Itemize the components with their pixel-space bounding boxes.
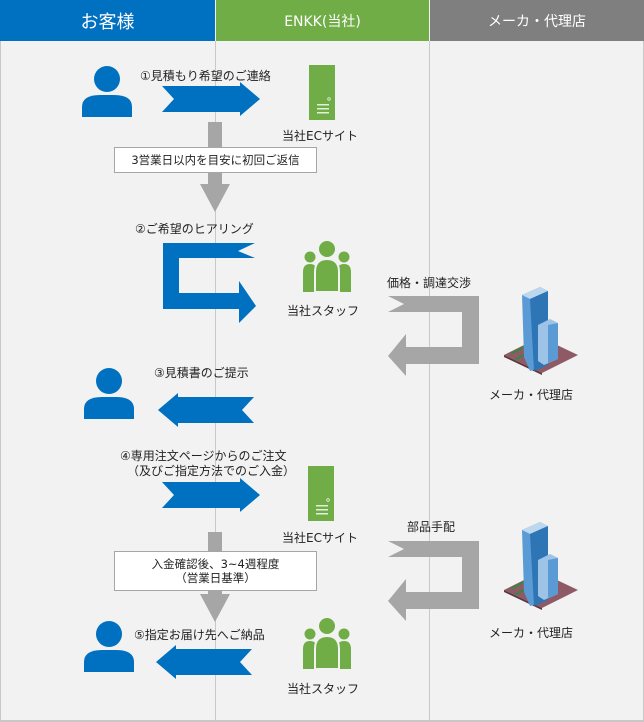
- note-delivery-time: 入金確認後、3~4週程度 （営業日基準）: [114, 551, 317, 591]
- lane-header-maker: メーカ・代理店: [430, 0, 644, 41]
- lane-divider: [429, 41, 430, 722]
- bottom-border: [0, 720, 644, 722]
- lane-header-company: ENKK(当社): [216, 0, 429, 41]
- arrow-right-icon: [162, 478, 260, 512]
- group-icon: [303, 618, 351, 670]
- note-delivery-time-line1: 入金確認後、3~4週程度: [151, 557, 280, 571]
- maker-label: メーカ・代理店: [489, 388, 574, 402]
- group-icon: [303, 241, 351, 293]
- server-icon: [308, 466, 334, 521]
- person-icon: [84, 621, 134, 672]
- loop-arrow-icon: [163, 243, 256, 323]
- staff-label: 当社スタッフ: [287, 682, 360, 696]
- step4-label-line2: （及びご指定方法でのご入金）: [127, 464, 296, 478]
- return-arrow-icon: [388, 541, 479, 621]
- server-icon: [309, 65, 335, 120]
- note-first-reply: 3営業日以内を目安に初回ご返信: [114, 147, 317, 173]
- step4-label-line1: ④専用注文ページからのご注文: [120, 449, 287, 463]
- building-icon: [504, 522, 578, 610]
- lane-title-maker: メーカ・代理店: [488, 13, 586, 30]
- step5-label: ⑤指定お届け先へご納品: [134, 628, 265, 642]
- return-arrow-icon: [388, 296, 479, 376]
- negotiation-label: 価格・調達交渉: [387, 276, 472, 290]
- person-icon: [84, 368, 134, 419]
- note-delivery-time-line2: （営業日基準）: [175, 571, 256, 585]
- lane-divider: [215, 41, 216, 722]
- arrow-right-icon: [162, 82, 260, 116]
- step1-label: ①見積もり希望のご連絡: [140, 69, 271, 83]
- person-icon: [82, 66, 132, 117]
- step3-label: ③見積書のご提示: [154, 366, 249, 380]
- parts-label: 部品手配: [407, 520, 456, 534]
- maker-label: メーカ・代理店: [489, 626, 574, 640]
- lane-title-company: ENKK(当社): [284, 13, 361, 30]
- staff-label: 当社スタッフ: [287, 304, 360, 318]
- arrow-left-icon: [156, 645, 252, 679]
- arrow-left-icon: [158, 393, 254, 427]
- lane-title-customer: お客様: [80, 11, 135, 33]
- ec-site-label: 当社ECサイト: [282, 129, 358, 143]
- lane-divider: [0, 41, 1, 722]
- lane-header-customer: お客様: [0, 0, 215, 41]
- step2-label: ②ご希望のヒアリング: [135, 222, 254, 236]
- building-icon: [504, 287, 578, 375]
- ec-site-label: 当社ECサイト: [282, 531, 358, 545]
- note-first-reply-text: 3営業日以内を目安に初回ご返信: [131, 153, 300, 167]
